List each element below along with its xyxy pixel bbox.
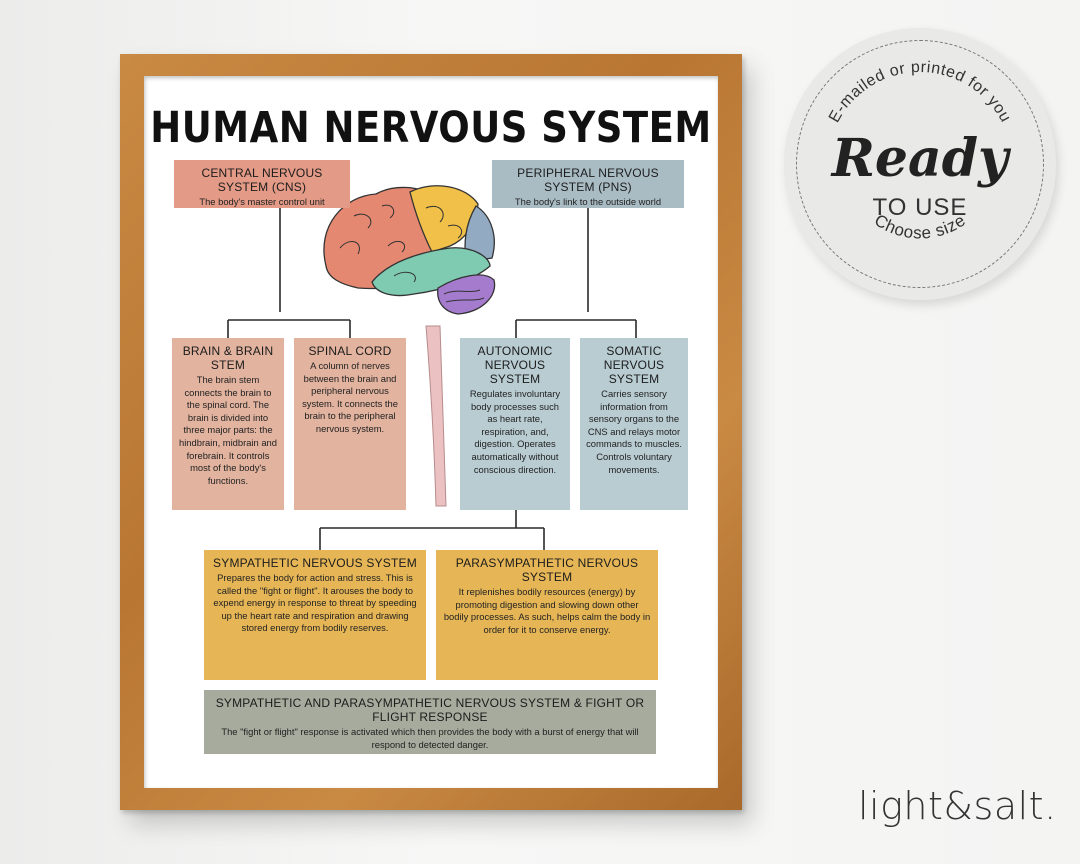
brain-stem-description: The brain stem connects the brain to the… (179, 374, 277, 486)
autonomic-description: Regulates involuntary body processes suc… (469, 388, 561, 475)
spinal-cord-description: A column of nerves between the brain and… (302, 360, 398, 434)
sympathetic-description: Prepares the body for action and stress.… (213, 572, 417, 634)
brand-logo-text: light&salt. (858, 784, 1057, 828)
autonomic-box: AUTONOMIC NERVOUS SYSTEM Regulates invol… (460, 338, 570, 510)
parasympathetic-heading: PARASYMPATHETIC NERVOUS SYSTEM (455, 556, 639, 584)
spinal-cord-box: SPINAL CORD A column of nerves between t… (294, 338, 406, 510)
autonomic-heading: AUTONOMIC NERVOUS SYSTEM (477, 344, 553, 386)
spinal-cord-heading: SPINAL CORD (308, 344, 392, 358)
parasympathetic-description: It replenishes bodily resources (energy)… (443, 586, 651, 635)
picture-frame: HUMAN NERVOUS SYSTEM (120, 54, 742, 810)
parasympathetic-box: PARASYMPATHETIC NERVOUS SYSTEM It replen… (436, 550, 658, 680)
badge-to-use-text: TO USE (872, 194, 968, 221)
sympathetic-heading: SYMPATHETIC NERVOUS SYSTEM (213, 556, 417, 570)
poster: HUMAN NERVOUS SYSTEM (144, 76, 718, 788)
connector-lines (227, 185, 637, 550)
brain-stem-heading: BRAIN & BRAIN STEM (182, 344, 274, 372)
fight-or-flight-heading: SYMPATHETIC AND PARASYMPATHETIC NERVOUS … (215, 696, 645, 724)
cns-description: The body's master control unit (199, 196, 325, 207)
badge-arc-text: E-mailed or printed for you Choose size (826, 59, 1014, 243)
pns-heading: PERIPHERAL NERVOUS SYSTEM (PNS) (517, 166, 659, 194)
badge-top-text: E-mailed or printed for you (826, 59, 1014, 126)
sympathetic-box: SYMPATHETIC NERVOUS SYSTEM Prepares the … (204, 550, 426, 680)
fight-or-flight-description: The "fight or flight" response is activa… (221, 726, 639, 750)
brain-stem-box: BRAIN & BRAIN STEM The brain stem connec… (172, 338, 284, 510)
brain-illustration (323, 185, 496, 507)
badge-ready-text: Ready (831, 128, 1009, 189)
somatic-description: Carries sensory information from sensory… (586, 388, 682, 475)
somatic-box: SOMATIC NERVOUS SYSTEM Carries sensory i… (580, 338, 688, 510)
pns-description: The body's link to the outside world (514, 196, 662, 207)
pns-box: PERIPHERAL NERVOUS SYSTEM (PNS) The body… (492, 160, 684, 208)
badge-dashed-ring (796, 40, 1044, 288)
svg-text:E-mailed or printed for you: E-mailed or printed for you (826, 59, 1014, 126)
somatic-heading: SOMATIC NERVOUS SYSTEM (603, 344, 665, 386)
cns-box: CENTRAL NERVOUS SYSTEM (CNS) The body's … (174, 160, 350, 208)
cns-heading: CENTRAL NERVOUS SYSTEM (CNS) (201, 166, 323, 194)
poster-title: HUMAN NERVOUS SYSTEM (150, 102, 712, 153)
fight-or-flight-box: SYMPATHETIC AND PARASYMPATHETIC NERVOUS … (204, 690, 656, 754)
ready-to-use-badge: E-mailed or printed for you Choose size … (784, 28, 1056, 300)
